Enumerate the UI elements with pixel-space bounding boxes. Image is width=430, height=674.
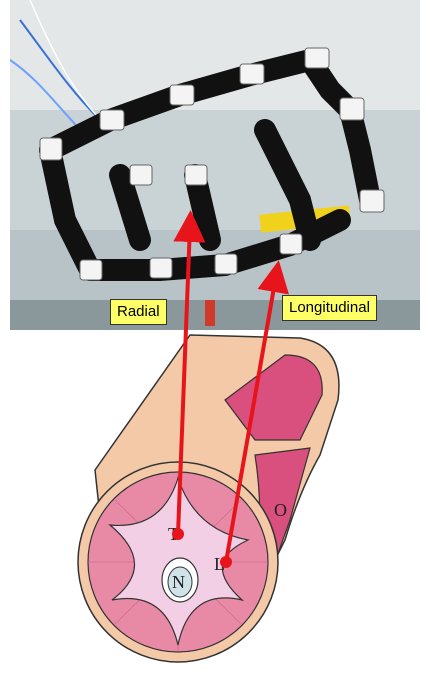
radial-arrow-dot bbox=[172, 528, 184, 540]
letter-oblique: O bbox=[274, 500, 287, 520]
label-radial: Radial bbox=[110, 299, 167, 325]
label-longitudinal: Longitudinal bbox=[282, 295, 377, 321]
longitudinal-arrow-dot bbox=[220, 556, 232, 568]
letter-nerve: N bbox=[172, 572, 185, 592]
